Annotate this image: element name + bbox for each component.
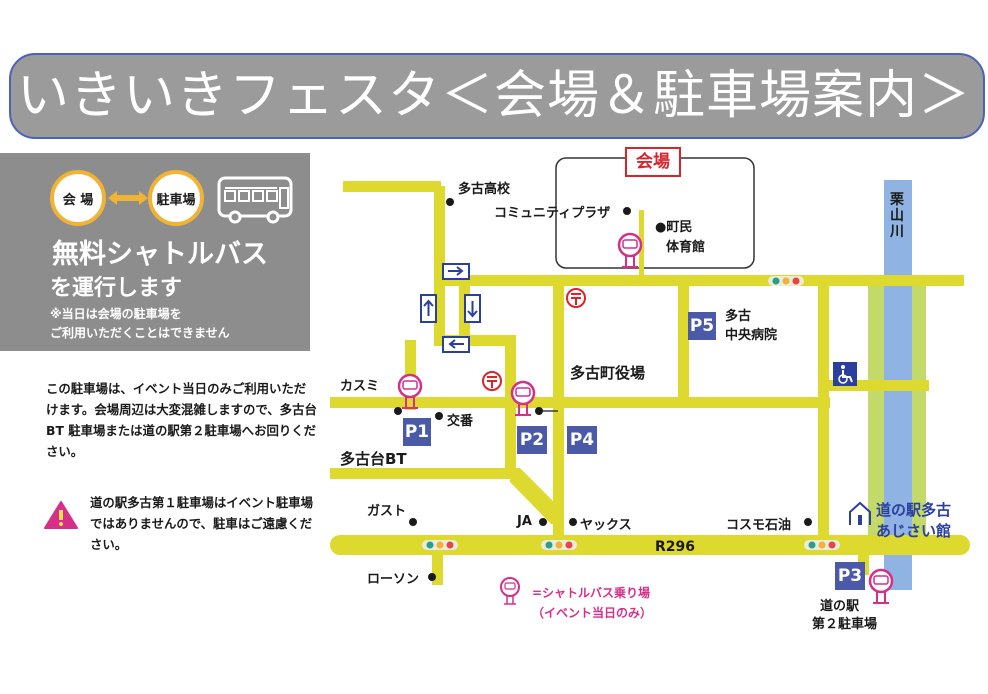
shuttle-heading: 無料シャトルバス xyxy=(52,239,268,270)
gusto-label: ガスト xyxy=(367,504,407,519)
route-label: R296 xyxy=(655,539,696,555)
shuttle-note-line2: ご利用いただくことはできません xyxy=(50,326,230,340)
gym-label-line2: 体育館 xyxy=(666,240,706,255)
bus-icon xyxy=(217,176,295,228)
road-vertical-d xyxy=(553,286,564,546)
wheelchair-icon xyxy=(833,362,857,386)
p3-label-line1: 道の駅 xyxy=(820,599,860,614)
yaokus-label: ヤックス xyxy=(580,518,632,533)
road-top xyxy=(434,275,964,286)
parking-p2: P2 xyxy=(517,426,547,454)
road-loop-bottom xyxy=(434,335,514,346)
road-vertical-e xyxy=(678,286,689,406)
bus-stop-icon xyxy=(397,373,423,409)
page-title: いきいきフェスタ＜会場＆駐車場案内＞ xyxy=(16,66,971,126)
parking-info-text: この駐車場は、イベント当日のみご利用いただけます。会場周辺は大変混雑しますので、… xyxy=(46,381,317,459)
parking-p3: P3 xyxy=(835,562,865,590)
michi-no-eki-icon xyxy=(849,501,871,525)
landmark-dots xyxy=(394,198,812,581)
shuttle-note-line1: ※当日は会場の駐車場を xyxy=(50,307,182,321)
michi-no-eki-line1: 道の駅多古 xyxy=(876,501,952,519)
road-lawson xyxy=(432,545,443,585)
bus-stop-icon xyxy=(617,232,643,268)
title-bar xyxy=(9,53,985,139)
arrow-double-icon xyxy=(108,189,148,211)
arrow-down-icon xyxy=(464,294,481,323)
road-mid xyxy=(330,397,830,408)
post-office-icon xyxy=(566,288,586,308)
river-label: 栗山川 xyxy=(890,192,904,240)
ja-label: JA xyxy=(517,514,532,529)
riverbank-right xyxy=(912,285,926,545)
road-diagonal xyxy=(510,468,562,524)
parking-p1: P1 xyxy=(403,418,431,446)
post-office-icon xyxy=(482,371,502,391)
legend-line2: （イベント当日のみ） xyxy=(532,606,653,620)
parking-p5: P5 xyxy=(688,312,716,340)
road-vertical-a xyxy=(434,186,445,342)
road-lower xyxy=(330,468,520,479)
kasumi-label: カスミ xyxy=(340,379,380,394)
hospital-label-line2: 中央病院 xyxy=(725,328,778,343)
arrow-up-icon xyxy=(420,294,437,323)
riverbank-left xyxy=(868,285,884,545)
traffic-light-icon xyxy=(541,540,577,550)
town-hall-label: 多古町役場 xyxy=(570,364,646,382)
shuttle-subheading: を運行します xyxy=(50,276,183,301)
arrow-right-icon xyxy=(442,263,470,280)
shuttle-legend: =シャトルバス乗り場 （イベント当日のみ） xyxy=(532,583,652,623)
arrow-left-icon xyxy=(442,336,470,353)
road-vertical-f xyxy=(818,286,829,546)
traffic-light-icon xyxy=(768,276,804,286)
bus-stop-icon xyxy=(510,380,536,416)
community-plaza-label: コミュニティプラザ xyxy=(494,206,611,221)
traffic-light-icon xyxy=(804,540,840,550)
michi-no-eki-label: 道の駅多古 あじさい館 xyxy=(876,500,951,542)
legend-line1: =シャトルバス乗り場 xyxy=(532,586,651,600)
hospital-label-line1: 多古 xyxy=(725,309,752,324)
lawson-label: ローソン xyxy=(367,572,420,587)
road-nw xyxy=(343,181,441,192)
road-p3 xyxy=(858,545,869,575)
p3-label-line2: 第２駐車場 xyxy=(812,617,878,632)
parking-circle: 駐車場 xyxy=(148,170,204,226)
michi-no-eki-line2: あじさい館 xyxy=(876,522,952,540)
warning-text: 道の駅多古第１駐車場はイベント駐車場ではありませんので、駐車はご遠慮ください。 xyxy=(90,495,314,552)
koban-label: 交番 xyxy=(447,414,474,429)
road-east xyxy=(829,380,929,391)
bt-label: 多古台BT xyxy=(340,450,407,468)
bus-stop-icon xyxy=(868,568,894,604)
gym-label-line1: ●町民 xyxy=(655,220,693,235)
school-label: 多古高校 xyxy=(458,182,511,197)
bus-stop-icon xyxy=(500,577,520,605)
warning-icon xyxy=(44,500,78,534)
traffic-light-icon xyxy=(422,540,458,550)
parking-p4: P4 xyxy=(567,426,597,454)
venue-label: 会場 xyxy=(625,147,681,177)
shuttle-note: ※当日は会場の駐車場を ご利用いただくことはできません xyxy=(50,305,230,343)
cosmos-label: コスモ石油 xyxy=(726,518,792,533)
venue-circle: 会 場 xyxy=(50,170,106,226)
